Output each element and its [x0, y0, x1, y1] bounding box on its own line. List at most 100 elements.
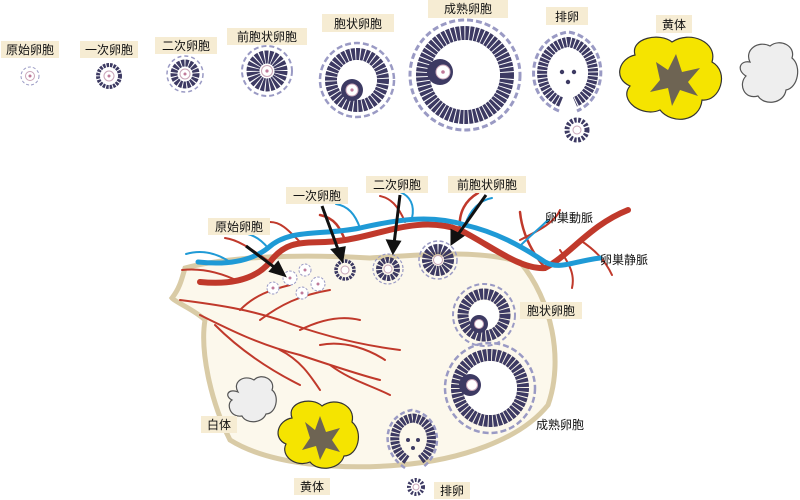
arrowhead	[385, 239, 402, 256]
antral-theca	[318, 41, 396, 119]
label-secondary: 二次卵胞	[373, 178, 421, 192]
label-bg	[428, 0, 508, 18]
corpus-albicans	[739, 42, 799, 103]
label-bg	[322, 14, 394, 32]
released-ovum-corona	[564, 117, 590, 143]
mature-antrum	[463, 361, 517, 415]
stage-label-primordial: 原始卵胞	[6, 43, 54, 57]
ovulation-wall	[537, 36, 599, 107]
ovary-corpus-luteum	[277, 400, 360, 469]
arrowhead	[330, 246, 346, 264]
primary-oocyte	[340, 265, 350, 275]
primary-nucleus	[107, 74, 111, 78]
mature-granulosa	[451, 349, 529, 427]
secondary-granulosa	[376, 257, 400, 281]
ovary-corpus-albicans	[227, 376, 277, 423]
stage-label-primary: 一次卵胞	[85, 43, 133, 57]
mature-follicle-stage: 成熟卵胞	[408, 0, 522, 132]
label-ovulation: 排卵	[440, 484, 464, 498]
arrow-secondary	[392, 194, 402, 245]
ovarian-vein-main	[195, 216, 603, 268]
primary-follicle-stage: 一次卵胞	[80, 41, 138, 89]
mature-antrum	[430, 40, 500, 110]
ovary-cross-section: 原始卵胞 一次卵胞 二次卵胞 前胞状卵胞 胞状卵胞 成熟卵胞 排卵 黄体 白体 …	[168, 176, 648, 499]
antral-follicle-stage: 胞状卵胞	[318, 14, 396, 119]
primordial-follicle-cluster	[266, 263, 326, 300]
mature-granulosa	[416, 26, 514, 124]
label-primary: 一次卵胞	[293, 189, 341, 203]
stage-label-corpus-luteum: 黄体	[662, 18, 686, 32]
label-bg	[520, 302, 582, 319]
ovary-ovulating-follicle	[386, 408, 439, 496]
primordial-nucleus	[316, 282, 320, 286]
primary-follicle	[96, 63, 122, 89]
ovulation-cell	[559, 69, 565, 75]
arrowhead	[450, 228, 465, 246]
label-bg	[1, 41, 59, 58]
mature-theca	[443, 341, 537, 435]
ovary-antral-follicle	[452, 283, 516, 347]
label-bg	[294, 478, 330, 495]
released-ovum-corona	[407, 478, 425, 496]
secondary-theca	[166, 55, 204, 93]
primordial-nucleus	[300, 291, 304, 295]
stage-label-secondary: 二次卵胞	[162, 39, 210, 53]
ovary-primary-follicle	[334, 259, 356, 281]
released-ovum	[412, 483, 420, 491]
arrow-preantral	[455, 194, 488, 237]
ovary-preantral-follicle	[418, 240, 458, 280]
label-bg	[155, 37, 217, 54]
ovarian-vein-network	[185, 191, 603, 268]
label-bg	[201, 416, 237, 433]
label-mature: 成熟卵胞	[536, 417, 584, 432]
ovulation-wall	[390, 413, 436, 464]
ovulation-stage: 排卵	[532, 7, 603, 143]
stage-sequence: 原始卵胞 一次卵胞 二次卵胞 前胞状卵胞	[1, 0, 799, 143]
label-bg	[448, 176, 526, 193]
label-bg	[227, 28, 307, 45]
primordial-nucleus	[271, 286, 275, 290]
primary-granulosa	[334, 259, 356, 281]
label-corpus-albicans: 白体	[207, 417, 231, 432]
primordial-nucleus	[28, 74, 32, 78]
corpus-luteum-core	[650, 54, 700, 106]
secondary-oocyte	[383, 264, 393, 274]
secondary-nucleus	[183, 72, 187, 76]
corpus-albicans	[227, 376, 277, 423]
secondary-follicle-stage: 二次卵胞	[155, 37, 217, 93]
mature-nucleus	[441, 70, 445, 74]
label-bg	[546, 7, 588, 25]
antral-oocyte	[474, 319, 484, 329]
stage-label-ovulation: 排卵	[555, 10, 579, 24]
ovulation-cell	[565, 79, 571, 85]
label-ovarian-artery: 卵巣動脈	[545, 211, 593, 225]
arrow-primary	[320, 205, 341, 253]
label-ovarian-vein: 卵巣静脈	[600, 253, 648, 267]
preantral-oocyte	[433, 255, 443, 265]
corpus-luteum-core	[302, 416, 340, 460]
ovulation-cell	[406, 438, 410, 442]
label-corpus-luteum: 黄体	[300, 480, 324, 494]
released-ovum	[572, 125, 582, 135]
ovary-labels: 原始卵胞 一次卵胞 二次卵胞 前胞状卵胞 胞状卵胞 成熟卵胞 排卵 黄体 白体 …	[201, 176, 648, 499]
label-bg	[80, 41, 138, 58]
label-arrows	[245, 194, 488, 278]
label-primordial: 原始卵胞	[215, 220, 263, 234]
preantral-nucleus	[265, 69, 269, 73]
secondary-granulosa	[170, 59, 200, 89]
label-bg	[286, 187, 348, 204]
label-bg	[366, 176, 428, 193]
antral-granulosa	[457, 288, 511, 342]
arrowhead	[268, 260, 287, 278]
antral-granulosa	[325, 48, 389, 112]
ovary-mature-follicle	[443, 341, 537, 435]
mature-theca	[408, 18, 522, 132]
primordial-oocyte	[25, 71, 35, 81]
label-antral: 胞状卵胞	[527, 304, 575, 318]
stage-label-preantral: 前胞状卵胞	[237, 29, 297, 44]
label-bg	[656, 15, 692, 33]
antral-theca	[452, 283, 516, 347]
corpus-luteum-stage: 黄体	[619, 15, 723, 120]
medullary-vessels	[179, 284, 401, 396]
primordial-follicle-stage: 原始卵胞	[1, 41, 59, 86]
